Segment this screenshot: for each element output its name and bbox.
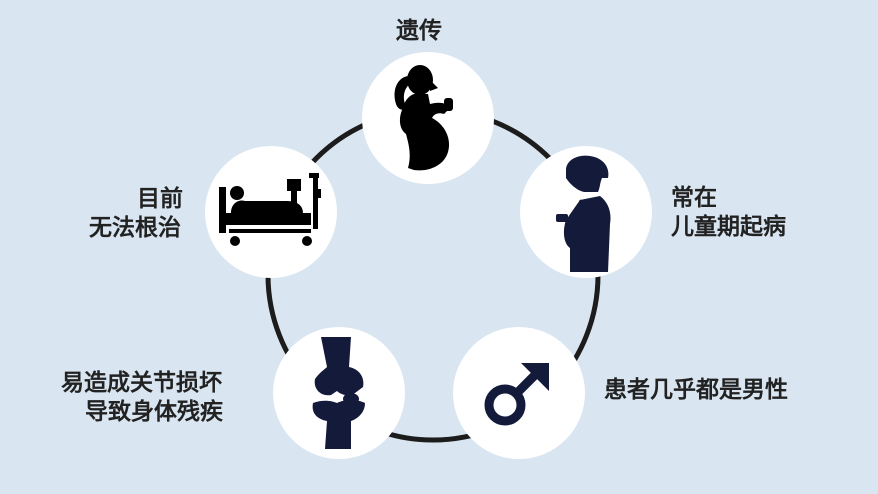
knee-joint-icon: [312, 337, 365, 449]
pregnant-woman-icon: [394, 65, 453, 171]
child-profile-icon: [556, 155, 611, 272]
male-symbol-icon: [484, 363, 549, 426]
label-onset: 常在 儿童期起病: [671, 184, 786, 242]
node-cure: [205, 146, 337, 278]
label-gender: 患者几乎都是男性: [604, 376, 788, 405]
label-heredity: 遗传: [396, 17, 442, 46]
label-line: 遗传: [396, 18, 442, 44]
label-line: 目前: [137, 186, 183, 212]
label-line: 导致身体残疾: [85, 399, 223, 425]
hospital-bed-icon: [219, 173, 321, 246]
label-line: 无法根治: [89, 215, 181, 241]
label-joint: 易造成关节损坏 导致身体残疾: [61, 369, 223, 427]
node-onset: [520, 146, 652, 278]
label-line: 儿童期起病: [671, 214, 786, 240]
node-gender: [453, 327, 585, 459]
node-joint: [273, 327, 405, 459]
label-line: 常在: [671, 185, 717, 211]
node-heredity: [362, 52, 494, 184]
label-cure: 目前 无法根治: [89, 185, 183, 243]
label-line: 易造成关节损坏: [61, 370, 222, 396]
label-line: 患者几乎都是男性: [604, 377, 788, 403]
